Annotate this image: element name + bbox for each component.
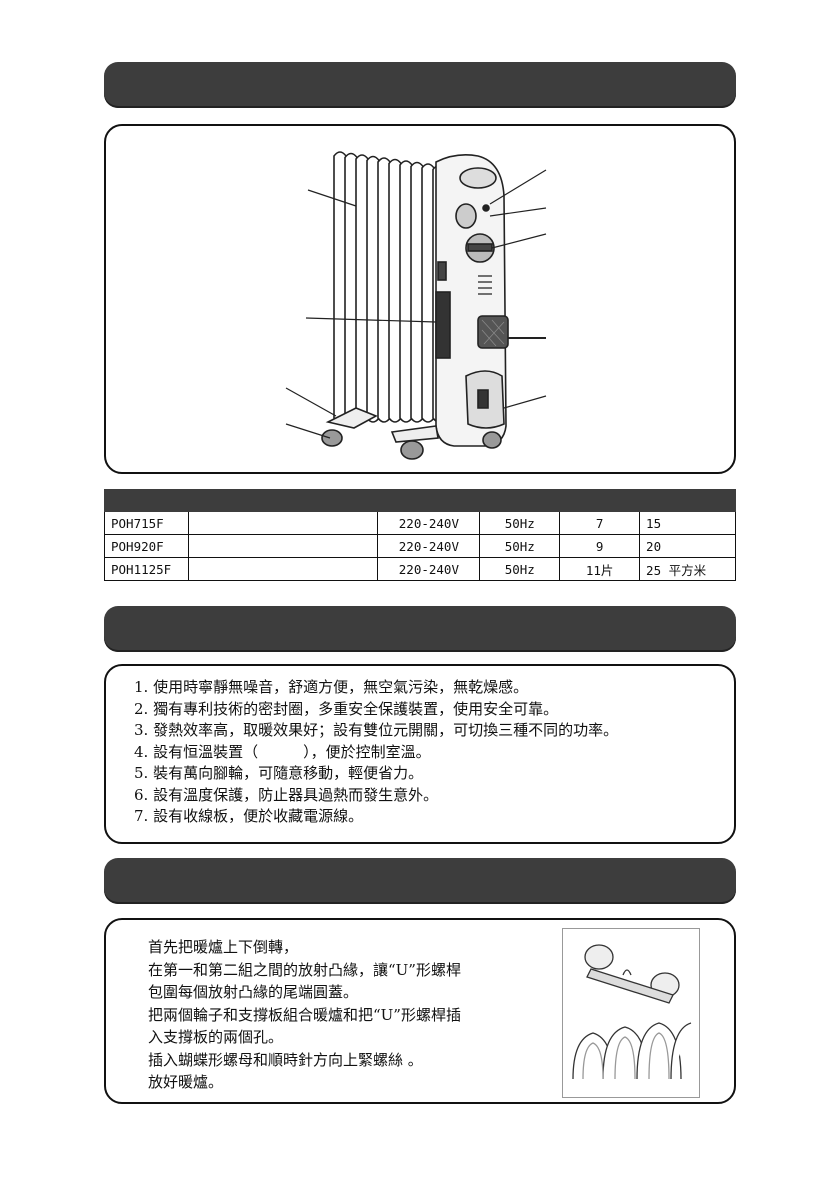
list-item: 3. 發熱效率高，取暖效果好；設有雙位元開關，可切換三種不同的功率。 — [134, 721, 619, 739]
spec-table-header-row — [104, 489, 736, 512]
table-row: POH920F 220-240V 50Hz 9 20 — [104, 534, 736, 558]
area-cell: 15 — [639, 511, 736, 535]
features-list: 1. 使用時寧靜無噪音，舒適方便，無空氣污染，無乾燥感。 2. 獨有專利技術的密… — [134, 677, 618, 828]
list-item: 5. 裝有萬向腳輪，可隨意移動，輕便省力。 — [134, 764, 424, 782]
model-cell: POH1125F — [104, 557, 189, 581]
name-cell — [187, 557, 379, 581]
list-item: 在第一和第二組之間的放射凸緣，讓“U”形螺桿 — [148, 960, 461, 979]
section-header-bar-specs — [104, 62, 736, 108]
list-item: 2. 獨有專利技術的密封圈，多重安全保護裝置，使用安全可靠。 — [134, 699, 559, 718]
section-header-bar-features — [104, 606, 736, 652]
voltage-cell: 220-240V — [377, 534, 481, 558]
area-cell: 25 平方米 — [639, 557, 736, 581]
list-item: 放好暖爐。 — [148, 1073, 224, 1091]
fins-cell: 7 — [559, 511, 641, 535]
frequency-cell: 50Hz — [479, 557, 561, 581]
installation-steps: 首先把暖爐上下倒轉， 在第一和第二組之間的放射凸緣，讓“U”形螺桿 包圍每個放射… — [148, 936, 461, 1094]
list-item: 7. 設有收線板，便於收藏電源線。 — [134, 807, 364, 825]
list-item: 4. 設有恒溫裝置（ ），便於控制室溫。 — [134, 742, 431, 761]
area-cell: 20 — [639, 534, 736, 558]
frequency-cell: 50Hz — [479, 534, 561, 558]
fins-cell: 11片 — [559, 557, 641, 581]
list-item: 首先把暖爐上下倒轉， — [148, 938, 299, 956]
table-row: POH1125F 220-240V 50Hz 11片 25 平方米 — [104, 557, 736, 581]
frequency-cell: 50Hz — [479, 511, 561, 535]
list-item: 包圍每個放射凸緣的尾端圓蓋。 — [148, 983, 359, 1001]
radiator-heater-illustration — [285, 151, 547, 460]
name-cell — [187, 511, 379, 535]
section-header-bar-installation — [104, 858, 736, 904]
name-cell — [187, 534, 379, 558]
model-cell: POH920F — [104, 534, 189, 558]
list-item: 插入蝴蝶形螺母和順時針方向上緊螺絲 。 — [148, 1050, 423, 1069]
voltage-cell: 220-240V — [377, 511, 481, 535]
model-cell: POH715F — [104, 511, 189, 535]
wheel-assembly-illustration — [562, 928, 700, 1098]
fins-cell: 9 — [559, 534, 641, 558]
list-item: 1. 使用時寧靜無噪音，舒適方便，無空氣污染，無乾燥感。 — [134, 678, 529, 696]
features-panel — [104, 664, 736, 844]
list-item: 6. 設有溫度保護，防止器具過熱而發生意外。 — [134, 785, 439, 804]
list-item: 入支撐板的兩個孔。 — [148, 1028, 284, 1046]
table-row: POH715F 220-240V 50Hz 7 15 — [104, 511, 736, 535]
list-item: 把兩個輪子和支撐板組合暖爐和把“U”形螺桿插 — [148, 1005, 461, 1024]
voltage-cell: 220-240V — [377, 557, 481, 581]
spec-table: POH715F 220-240V 50Hz 7 15 POH920F 220-2… — [104, 489, 736, 581]
product-illustration-panel — [104, 124, 736, 474]
